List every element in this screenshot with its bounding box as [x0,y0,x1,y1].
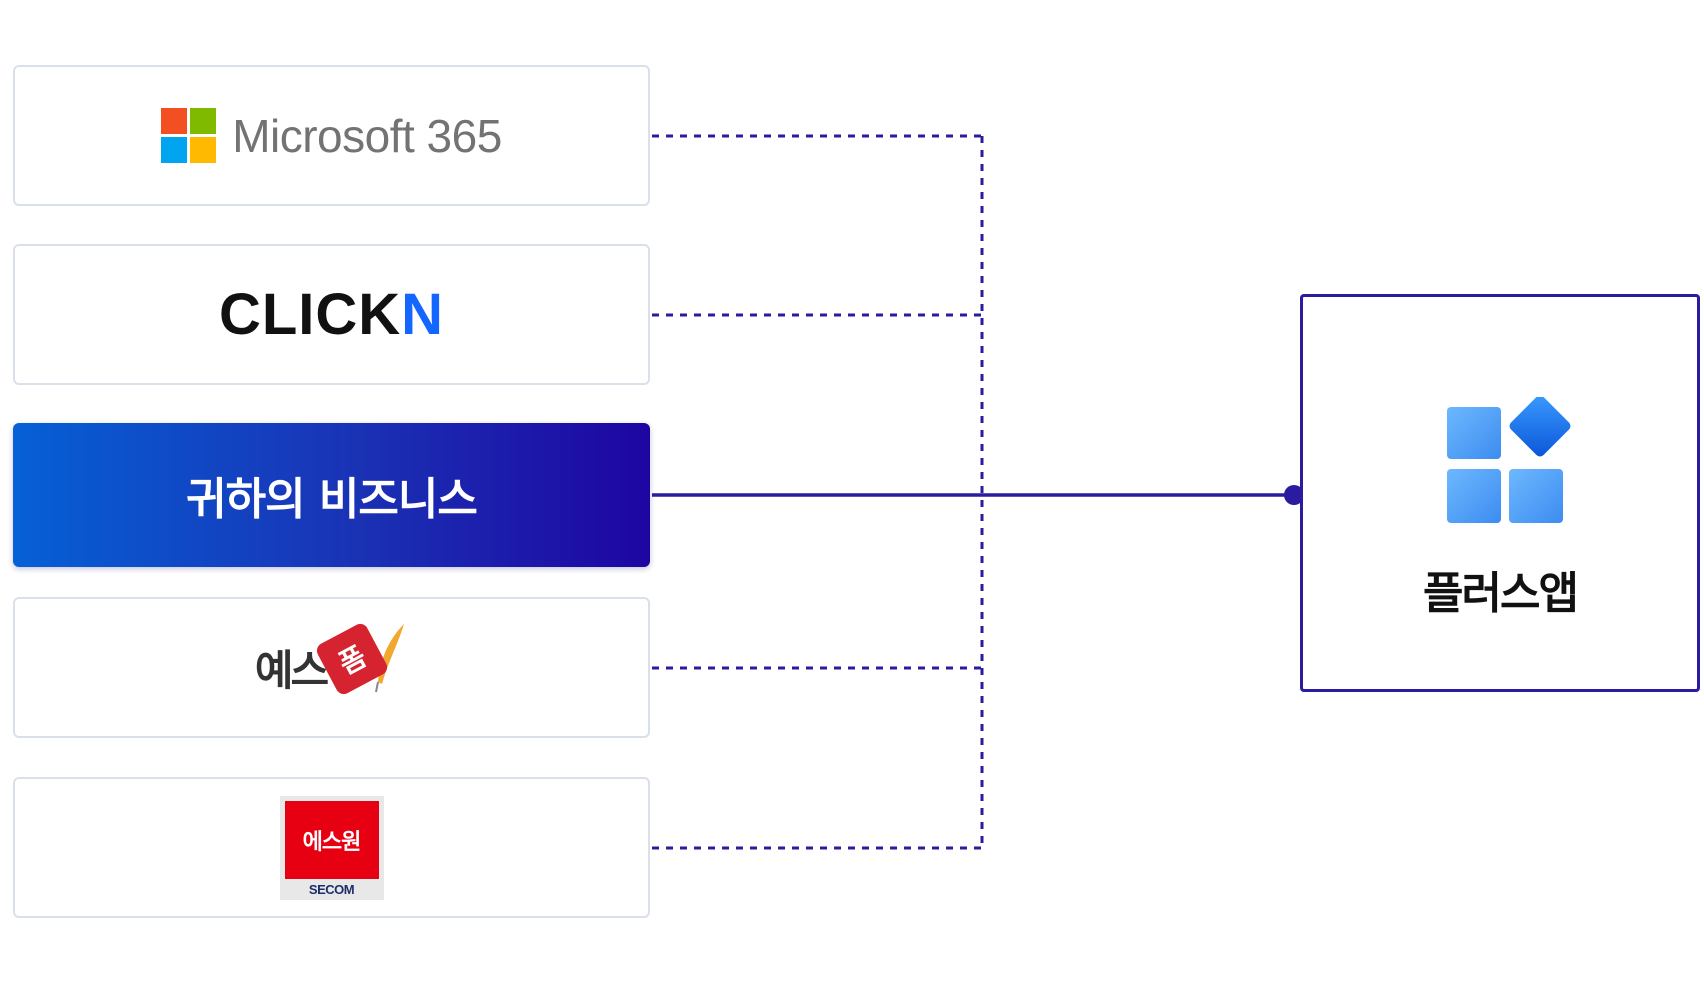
target-label: 플러스앱 [1423,568,1579,619]
s1-label-sub: SECOM [308,881,355,897]
clickn-logo: CLICKN [219,281,444,348]
microsoft-label: Microsoft 365 [232,109,502,162]
card-s1: 에스원 SECOM [13,777,650,918]
apps-grid-icon [1447,397,1571,523]
target-plus-app: 플러스앱 [1300,294,1700,692]
clickn-label-main: CLICK [218,282,402,347]
card-yesform: 예스 폼 [13,597,650,738]
clickn-label-accent: N [401,282,445,347]
yesform-label-main: 예스 [254,646,329,695]
s1-logo: 에스원 SECOM [279,795,384,900]
card-your-business: 귀하의 비즈니스 [13,423,650,567]
microsoft-windows-icon [161,108,217,163]
connector-endpoint-dot [1284,485,1304,505]
microsoft-logo: Microsoft 365 [161,108,502,163]
business-label: 귀하의 비즈니스 [186,474,478,525]
yesform-stamp-label: 폼 [333,639,372,681]
s1-label-main: 에스원 [302,829,362,855]
dashed-connectors [652,134,984,850]
yesform-logo: 예스 폼 [254,620,408,698]
s1-logo-red-block: 에스원 [284,800,379,879]
card-microsoft-365: Microsoft 365 [13,65,650,206]
card-clickn: CLICKN [13,244,650,385]
